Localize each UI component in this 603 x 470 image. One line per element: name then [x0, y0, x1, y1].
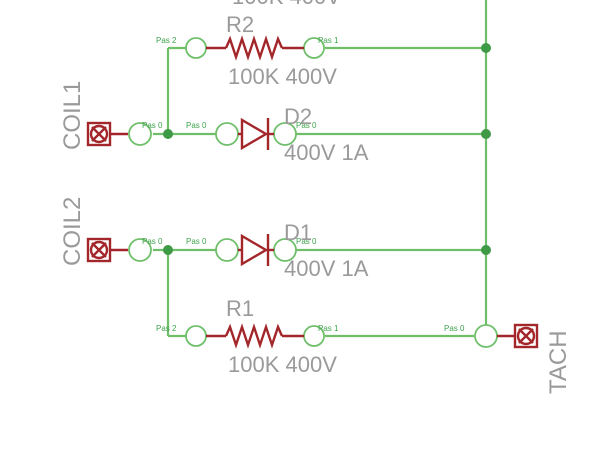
r1-zigzag [224, 323, 284, 349]
tach-pin-label: Pas 0 [444, 324, 465, 333]
d1-pin-right-label: Pas 0 [296, 237, 317, 246]
connector-coil1[interactable]: Pas 0 COIL1 [59, 81, 163, 150]
tach-pad[interactable] [474, 324, 498, 348]
junction-r2-bus [481, 43, 491, 53]
d2-anode-triangle [240, 117, 269, 151]
d1-pin-left-label: Pas 0 [186, 237, 207, 246]
wires [153, 0, 488, 338]
connector-coil2[interactable]: Pas 0 COIL2 [59, 197, 163, 266]
r1-pin-left-label: Pas 2 [156, 324, 177, 333]
coil2-pad[interactable] [128, 238, 152, 262]
coil1-pin-label: Pas 0 [142, 121, 163, 130]
r1-value: 100K 400V [228, 352, 337, 377]
d1-name: D1 [284, 220, 312, 245]
r2-name: R2 [226, 12, 254, 37]
junction-d2-bus [481, 129, 491, 139]
r1-pad-left[interactable] [185, 325, 207, 347]
d2-value: 400V 1A [284, 140, 369, 165]
junction-coil1 [163, 129, 173, 139]
d2-pin-left-label: Pas 0 [186, 121, 207, 130]
coil1-label: COIL1 [59, 81, 86, 150]
junction-d1-bus [481, 245, 491, 255]
d1-value: 400V 1A [284, 256, 369, 281]
d1-pad-left[interactable] [215, 238, 239, 262]
r2-pad-left[interactable] [185, 37, 207, 59]
tach-label: TACH [545, 330, 572, 394]
resistor-r2[interactable]: Pas 2 Pas 1 R2 100K 400V [156, 12, 339, 89]
coil1-pad[interactable] [128, 122, 152, 146]
r1-name: R1 [226, 296, 254, 321]
d1-anode-triangle [240, 233, 269, 267]
diode-d2[interactable]: Pas 0 Pas 0 D2 400V 1A [186, 104, 369, 165]
r2-value: 100K 400V [228, 64, 337, 89]
junction-coil2 [163, 245, 173, 255]
d2-pin-right-label: Pas 0 [296, 121, 317, 130]
d2-name: D2 [284, 104, 312, 129]
top-cut-value: 100K 400V [232, 0, 341, 9]
r2-pin-left-label: Pas 2 [156, 36, 177, 45]
r2-pin-right-label: Pas 1 [318, 36, 339, 45]
resistor-r1[interactable]: Pas 2 Pas 1 R1 100K 400V [156, 296, 339, 377]
d2-pad-left[interactable] [215, 122, 239, 146]
diode-d1[interactable]: Pas 0 Pas 0 D1 400V 1A [186, 220, 369, 281]
coil2-label: COIL2 [59, 197, 86, 266]
coil2-pin-label: Pas 0 [142, 237, 163, 246]
r1-pin-right-label: Pas 1 [318, 324, 339, 333]
r2-zigzag [224, 35, 284, 61]
connector-tach[interactable]: Pas 0 TACH [444, 323, 572, 394]
